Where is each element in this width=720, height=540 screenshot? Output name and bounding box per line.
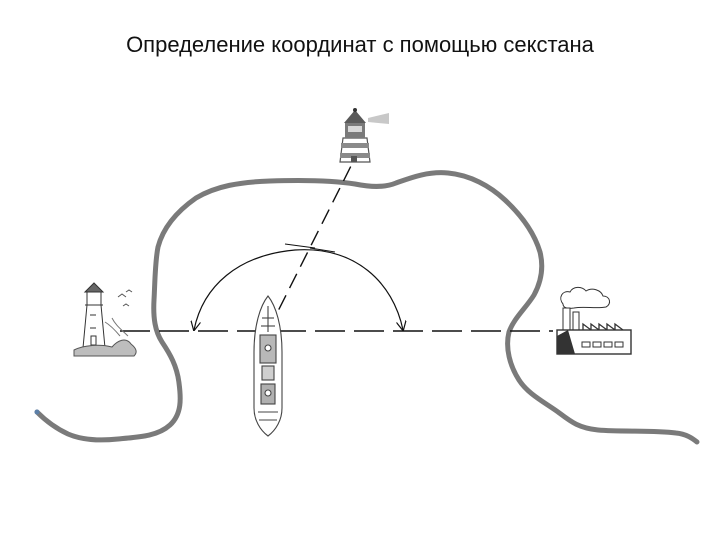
page-title: Определение координат с помощью секстана bbox=[126, 32, 594, 57]
angle-arc bbox=[194, 249, 403, 330]
ship-icon bbox=[253, 295, 283, 437]
lighthouse-icon bbox=[339, 108, 389, 163]
coastline-endpoint bbox=[34, 409, 40, 415]
lighthouse-icon bbox=[73, 282, 137, 357]
diagonal-bearing-line bbox=[267, 163, 353, 332]
factory-icon bbox=[556, 286, 632, 355]
arc-crossing-marks bbox=[284, 243, 336, 253]
coastline bbox=[34, 170, 700, 445]
